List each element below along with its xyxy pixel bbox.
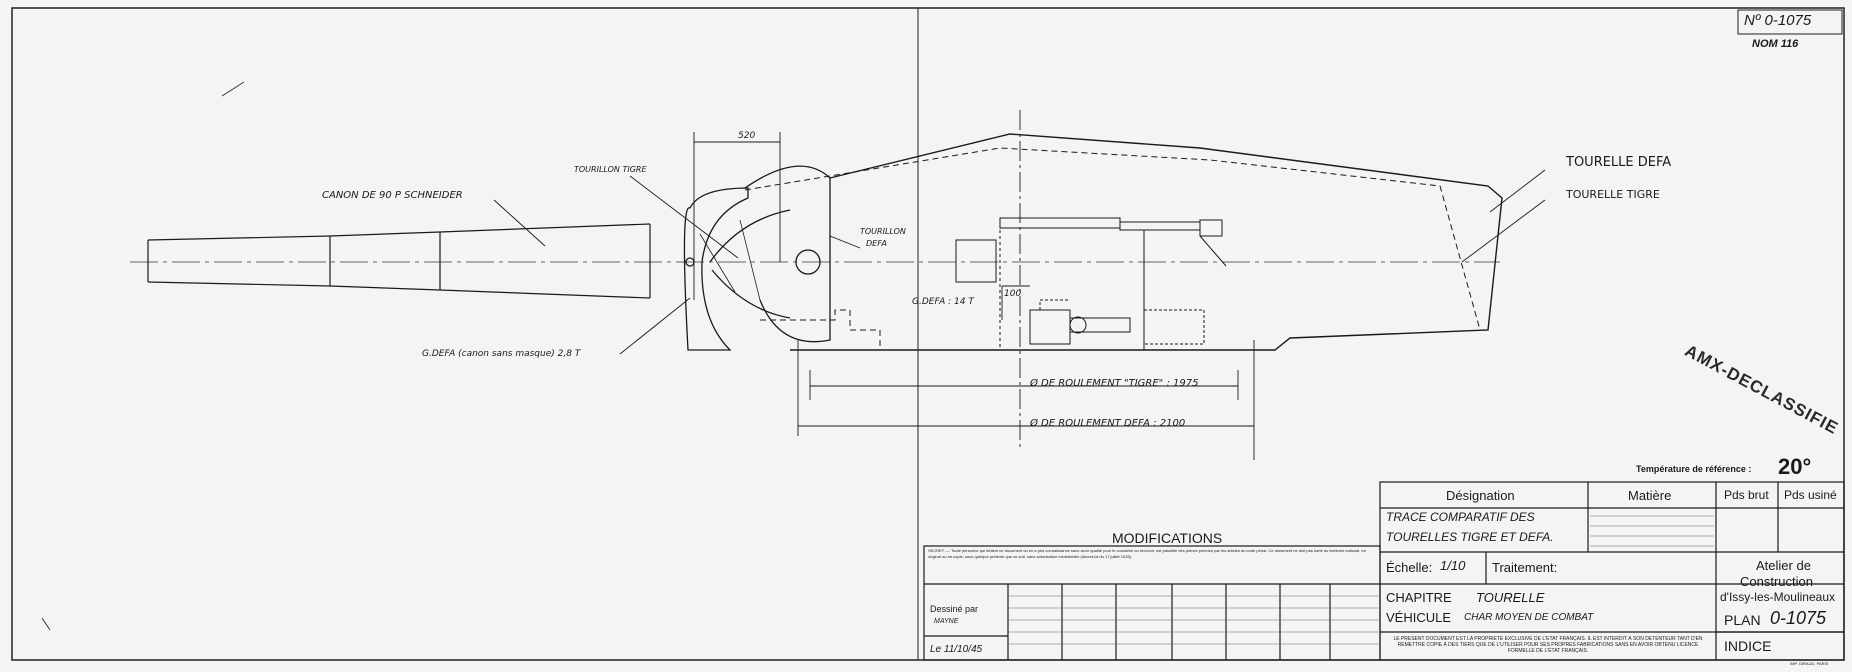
dimension-lines bbox=[493, 110, 1546, 460]
drawn-date: Le 11/10/45 bbox=[930, 644, 983, 655]
indice-label: INDICE bbox=[1724, 638, 1772, 654]
label-turret-defa: TOURELLE DEFA bbox=[1565, 155, 1671, 170]
designation-header: Désignation bbox=[1446, 488, 1515, 503]
printer-credit: IMP. GIRAUD, PARIS bbox=[1790, 661, 1829, 666]
label-ring-defa: Ø DE ROULEMENT DEFA : 2100 bbox=[1029, 417, 1185, 429]
document-number: Nº 0-1075 bbox=[1744, 12, 1812, 29]
pds-brut-header: Pds brut bbox=[1724, 488, 1769, 502]
label-dim-520: 520 bbox=[738, 131, 755, 141]
label-gun: CANON DE 90 P SCHNEIDER bbox=[322, 190, 463, 201]
internal-equipment bbox=[955, 217, 1227, 350]
atelier-line2: Construction bbox=[1740, 574, 1813, 589]
label-trunnion-tigre: TOURILLON TIGRE bbox=[574, 165, 647, 174]
property-notice: LE PRÉSENT DOCUMENT EST LA PROPRIÉTÉ EXC… bbox=[1393, 636, 1703, 654]
label-gdefa-gun: G.DEFA (canon sans masque) 2,8 T bbox=[422, 349, 582, 359]
document-nom: NOM 116 bbox=[1752, 38, 1799, 50]
pds-usine-header: Pds usiné bbox=[1784, 488, 1837, 502]
label-trunnion-defa-2: DEFA bbox=[866, 239, 887, 248]
plan-value: 0-1075 bbox=[1770, 608, 1827, 628]
vehicule-label: VÉHICULE bbox=[1386, 610, 1452, 625]
label-dim-100: 100 bbox=[1004, 289, 1021, 299]
traitement-label: Traitement: bbox=[1492, 560, 1558, 575]
turret-tigre-outline bbox=[744, 147, 1481, 350]
gun-mantlet bbox=[683, 165, 831, 351]
temperature-label: Température de référence : bbox=[1636, 464, 1752, 474]
drawn-by-label: Dessiné par bbox=[930, 604, 979, 614]
modifications-title: MODIFICATIONS bbox=[1112, 530, 1223, 546]
label-ring-tigre: Ø DE ROULEMENT "TIGRE" : 1975 bbox=[1029, 377, 1198, 389]
atelier-line3: d'Issy-les-Moulineaux bbox=[1720, 590, 1836, 604]
echelle-value: 1/10 bbox=[1440, 558, 1466, 573]
secret-notice: SECRET. — Toute personne qui détient ce … bbox=[928, 548, 1366, 559]
chapitre-label: CHAPITRE bbox=[1386, 590, 1452, 605]
drawn-by-value: MAYNE bbox=[934, 618, 959, 625]
designation-line2: TOURELLES TIGRE ET DEFA. bbox=[1386, 530, 1554, 544]
temperature-value: 20° bbox=[1778, 454, 1812, 479]
label-gdefa-turret: G.DEFA : 14 T bbox=[912, 297, 975, 307]
plan-label: PLAN bbox=[1724, 612, 1761, 628]
chapitre-value: TOURELLE bbox=[1476, 590, 1545, 605]
vehicule-value: CHAR MOYEN DE COMBAT bbox=[1464, 612, 1594, 623]
echelle-label: Échelle: bbox=[1386, 560, 1433, 575]
label-turret-tigre: TOURELLE TIGRE bbox=[1565, 188, 1660, 201]
turret-defa-outline bbox=[790, 133, 1503, 351]
label-trunnion-defa-1: TOURILLON bbox=[860, 227, 906, 236]
title-block-grid bbox=[923, 481, 1845, 661]
designation-line1: TRACE COMPARATIF DES bbox=[1386, 510, 1535, 524]
gun-barrel bbox=[147, 223, 651, 299]
atelier-line1: Atelier de bbox=[1756, 558, 1811, 573]
matiere-header: Matière bbox=[1628, 488, 1672, 503]
modification-rows bbox=[1008, 515, 1714, 645]
